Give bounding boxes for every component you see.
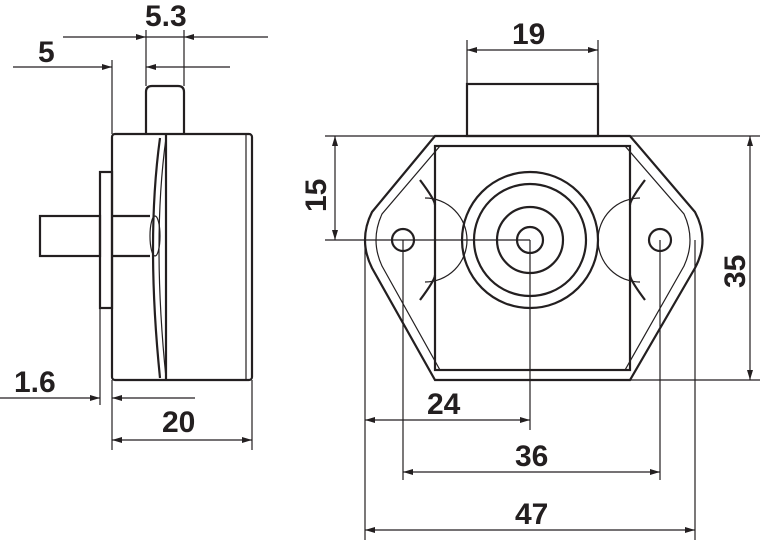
dim-24: 24	[427, 388, 461, 421]
center-block	[433, 144, 632, 372]
dim-15: 15	[300, 179, 333, 212]
shaft	[38, 214, 102, 258]
side-view: 5.3 5 1.6 20	[0, 0, 268, 450]
pin	[144, 84, 186, 134]
dim-47: 47	[515, 498, 548, 531]
top-plate	[465, 82, 600, 138]
dim-36: 36	[515, 440, 548, 473]
dim-5-3: 5.3	[145, 0, 187, 33]
flange	[98, 170, 114, 310]
dim-19: 19	[512, 18, 545, 51]
button-profile	[151, 137, 162, 379]
dim-1-6: 1.6	[14, 366, 56, 399]
front-view: 19 15 35 24 36 47	[300, 18, 760, 540]
dim-20: 20	[162, 406, 195, 439]
dim-35: 35	[719, 255, 752, 288]
dim-5: 5	[38, 36, 55, 69]
